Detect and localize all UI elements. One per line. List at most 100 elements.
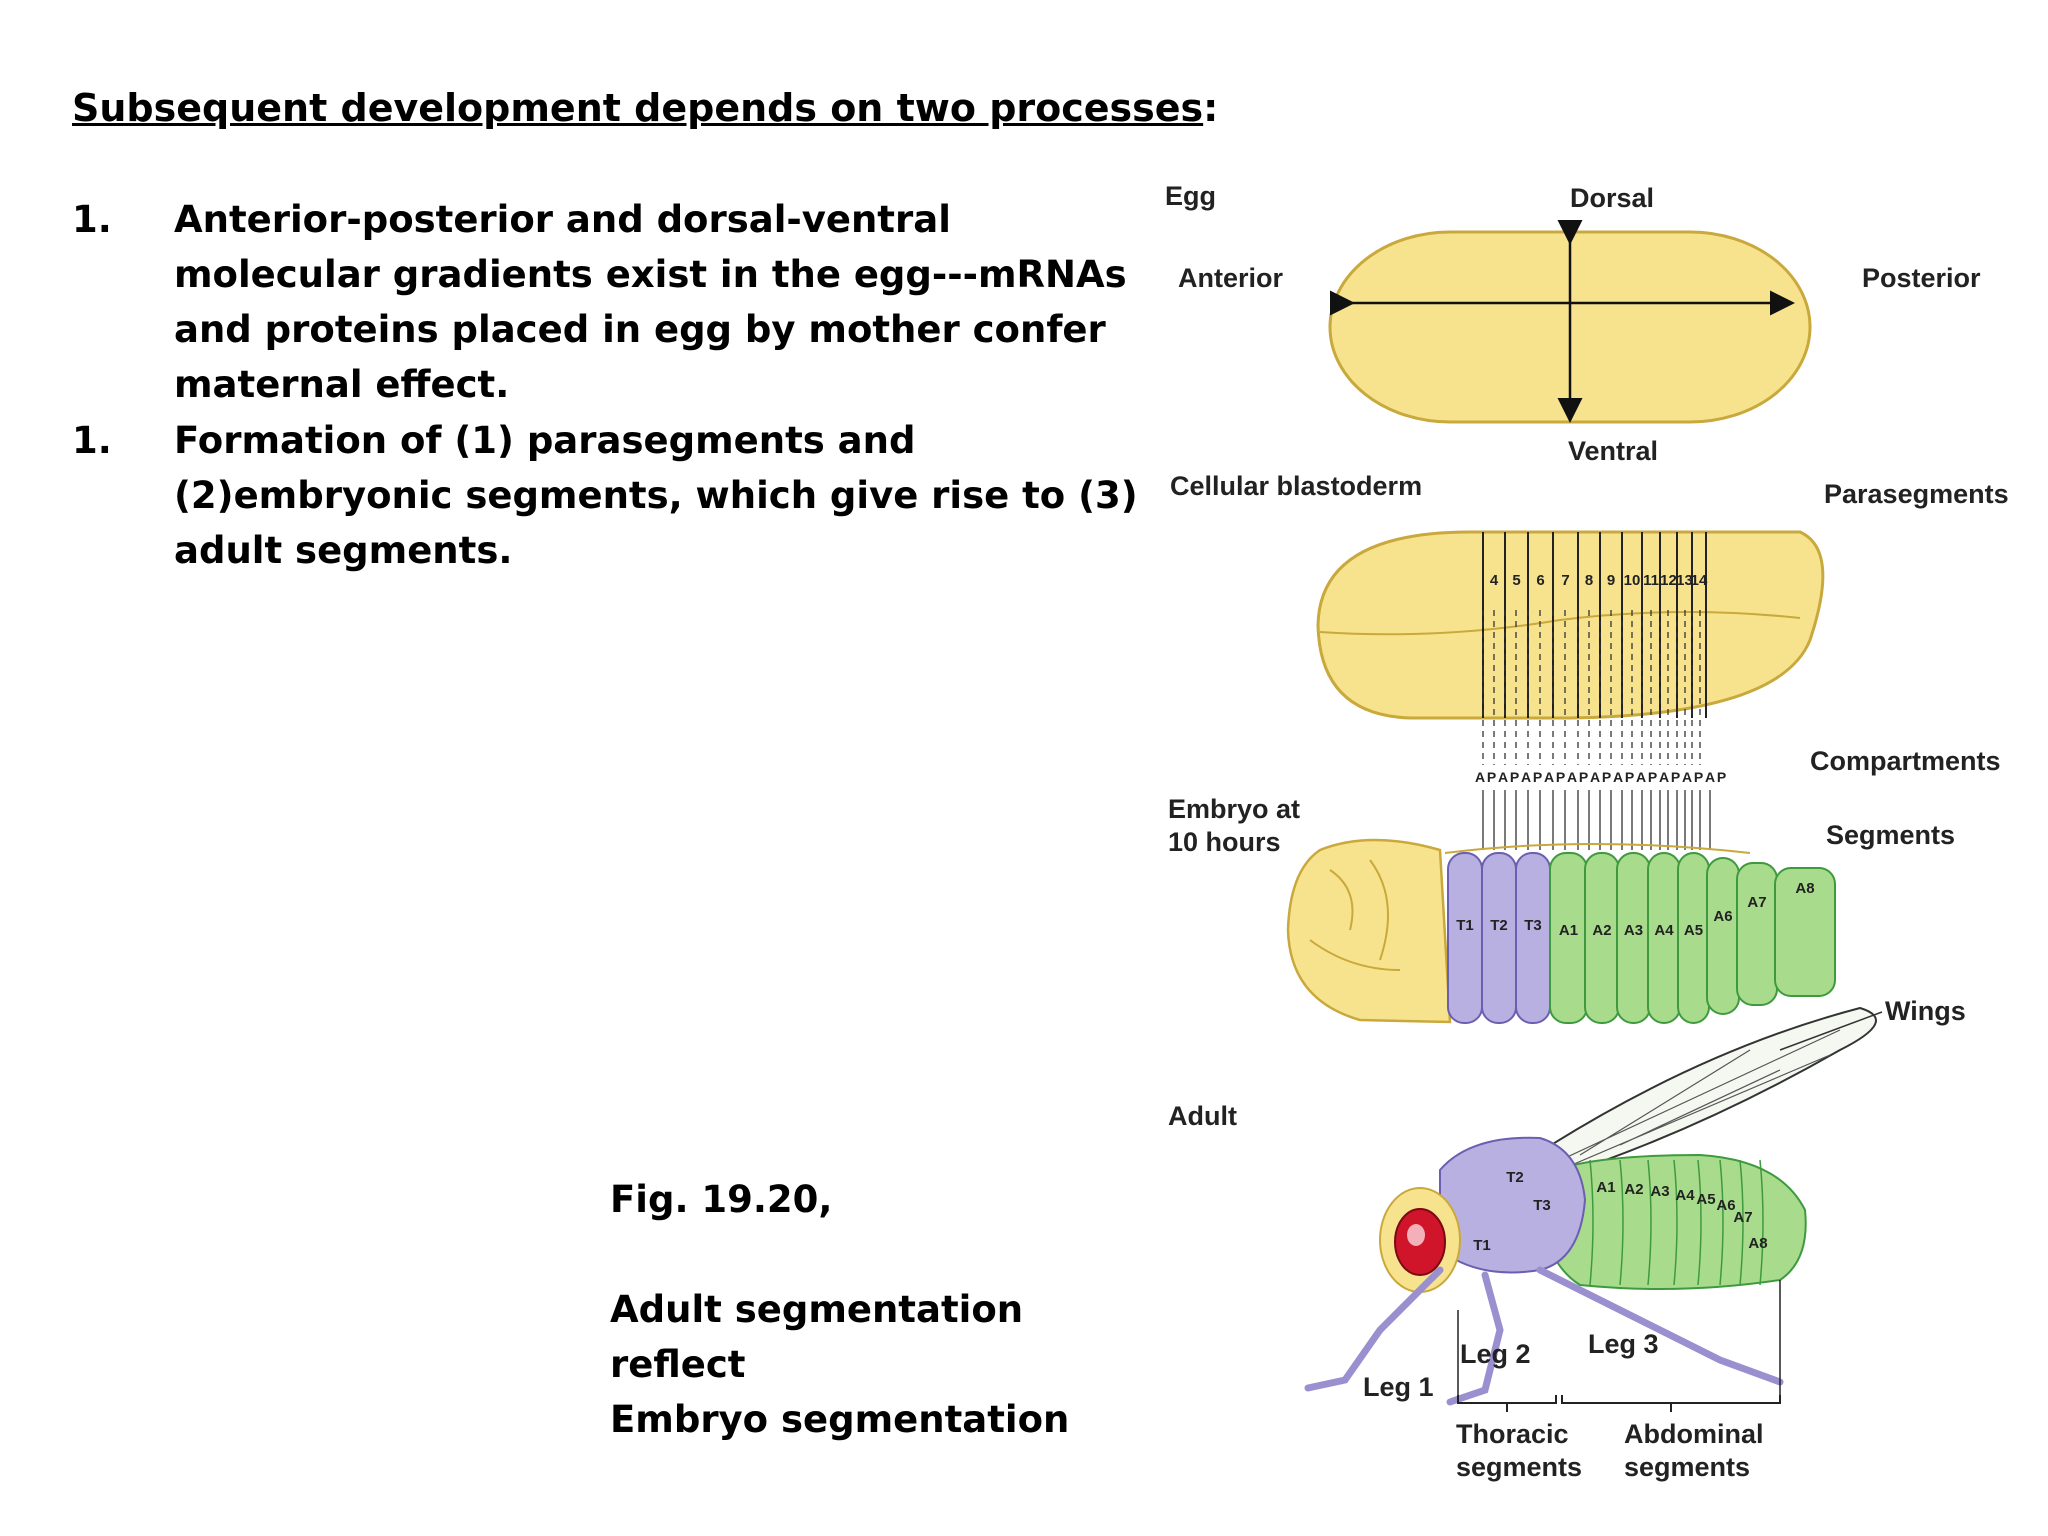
embryo-label-line1: Embryo at <box>1168 794 1300 824</box>
adult-abdomen-line <box>1619 1159 1624 1286</box>
caption-fig-number: Fig. 19.20, <box>610 1178 833 1221</box>
adult-abdominal-label: A1 <box>1596 1179 1615 1196</box>
item-text: Formation of (1) parasegments and (2)emb… <box>174 419 1138 572</box>
compartment-letter: P <box>1556 769 1565 785</box>
ventral-label: Ventral <box>1568 436 1658 466</box>
parasegment-number: 8 <box>1585 572 1593 589</box>
fly-abdomen <box>1533 1153 1807 1290</box>
compartment-letter: P <box>1510 769 1519 785</box>
adult-abdomen-segment-lines <box>1589 1159 1764 1286</box>
segmentation-diagram: Egg Dorsal Anterior Posterior Ventral Ce… <box>1165 181 2009 1482</box>
compartment-letter: A <box>1521 769 1531 785</box>
parasegment-number: 14 <box>1691 572 1708 589</box>
anterior-label: Anterior <box>1178 263 1284 293</box>
compartment-letter: A <box>1659 769 1669 785</box>
parasegments-label: Parasegments <box>1824 479 2009 509</box>
abdominal-segments-label-line1: Abdominal <box>1624 1419 1764 1449</box>
caption-line-1: Adult segmentation reflect <box>610 1288 1024 1386</box>
parasegment-number: 4 <box>1490 572 1499 589</box>
embryo-head <box>1286 838 1452 1024</box>
wings-pointer <box>1779 1011 1883 1051</box>
embryo-label-line2: 10 hours <box>1168 827 1281 857</box>
slide-heading: Subsequent development depends on two pr… <box>72 86 1218 130</box>
blastoderm-ventral-furrow <box>1319 610 1801 636</box>
embryo-abdominal-segment <box>1774 867 1836 997</box>
compartment-letter: A <box>1544 769 1554 785</box>
adult-abdominal-label: A3 <box>1650 1183 1669 1200</box>
item-text: Anterior-posterior and dorsal-ventral mo… <box>174 198 1127 406</box>
compartment-letter: A <box>1636 769 1646 785</box>
adult-abdominal-label: A6 <box>1716 1197 1735 1214</box>
thoracic-bracket <box>1457 1395 1557 1412</box>
heading-colon: : <box>1203 86 1219 130</box>
embryo-segment-label: A2 <box>1592 922 1611 939</box>
embryo-thoracic-segment <box>1515 852 1551 1024</box>
leg-3-label: Leg 3 <box>1588 1329 1659 1359</box>
compartment-letter: A <box>1498 769 1508 785</box>
adult-abdomen-line <box>1697 1159 1702 1286</box>
thoracic-segments-label-line2: segments <box>1456 1452 1582 1482</box>
leg-1 <box>1304 1266 1444 1392</box>
adult-abdomen-line <box>1647 1159 1652 1286</box>
compartment-letter: P <box>1533 769 1542 785</box>
embryo-segment-label: A3 <box>1624 922 1643 939</box>
parasegment-number: 6 <box>1536 572 1544 589</box>
leg-2 <box>1446 1271 1504 1406</box>
parasegment-number: 7 <box>1561 572 1569 589</box>
compartment-letter: A <box>1475 769 1485 785</box>
embryo-segment-label: A4 <box>1654 922 1674 939</box>
embryo-segment-label: A7 <box>1747 894 1766 911</box>
compartment-letter: A <box>1682 769 1692 785</box>
embryo-segment-label: T3 <box>1524 917 1542 934</box>
compartment-letter: P <box>1625 769 1634 785</box>
adult-abdomen-line <box>1759 1159 1764 1286</box>
adult-abdominal-label: A7 <box>1733 1209 1752 1226</box>
adult-abdomen-line <box>1673 1159 1678 1286</box>
egg-label: Egg <box>1165 181 1216 211</box>
blastoderm-shape <box>1316 530 1825 720</box>
fly-thorax <box>1439 1136 1587 1274</box>
heading-text: Subsequent development depends on two pr… <box>72 86 1204 130</box>
embryo-abdominal-segment <box>1736 862 1778 1006</box>
adult-abdomen-line <box>1589 1159 1594 1286</box>
embryo-segment-label: T1 <box>1456 917 1474 934</box>
compartment-letter: A <box>1613 769 1623 785</box>
compartment-letter: P <box>1671 769 1680 785</box>
segments-label: Segments <box>1826 820 1955 850</box>
parasegment-number: 13 <box>1676 572 1693 589</box>
item-number: 1. <box>72 198 112 241</box>
fly-eye-highlight <box>1407 1224 1425 1246</box>
abdominal-bracket <box>1561 1395 1781 1412</box>
compartment-letter: P <box>1487 769 1496 785</box>
compartments-label: Compartments <box>1810 746 2001 776</box>
embryo-segment-label: A6 <box>1713 908 1732 925</box>
compartment-letter: P <box>1717 769 1726 785</box>
adult-abdominal-label: A2 <box>1624 1181 1643 1198</box>
compartment-letter: A <box>1590 769 1600 785</box>
fly-wing-veins <box>1549 1029 1841 1171</box>
projection-dashes <box>1482 610 1701 765</box>
parasegment-number: 9 <box>1607 572 1615 589</box>
embryo-segment-label: A1 <box>1559 922 1578 939</box>
adult-thoracic-label: T3 <box>1533 1197 1551 1214</box>
embryo-head-folds <box>1309 859 1401 971</box>
leg-1-label: Leg 1 <box>1363 1372 1434 1402</box>
item-number: 1. <box>72 419 112 462</box>
compartment-lines <box>1482 790 1711 850</box>
wings-label: Wings <box>1885 996 1966 1026</box>
adult-abdominal-label: A8 <box>1748 1235 1767 1252</box>
compartment-letter: P <box>1602 769 1611 785</box>
embryo-segment-label: A8 <box>1795 880 1814 897</box>
parasegment-number: 5 <box>1512 572 1520 589</box>
parasegment-number: 12 <box>1660 572 1677 589</box>
embryo-segments <box>1444 843 1836 1024</box>
compartment-letter: A <box>1705 769 1715 785</box>
embryo-segment-label: A5 <box>1684 922 1703 939</box>
embryo-dorsal-yolk-edge <box>1444 843 1751 854</box>
compartment-letter: P <box>1694 769 1703 785</box>
parasegment-number: 11 <box>1643 572 1659 589</box>
